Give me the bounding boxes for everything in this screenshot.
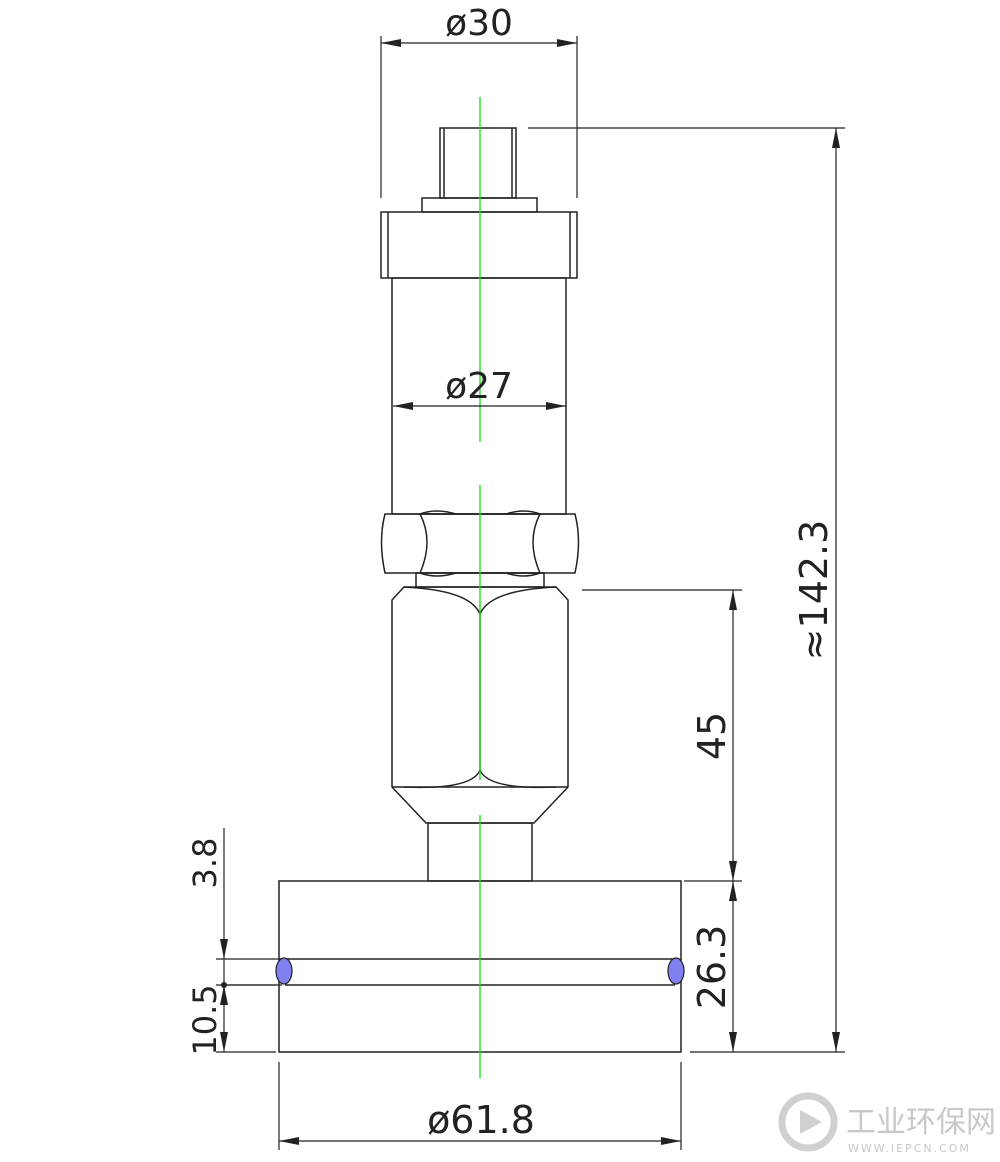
groove-dim-dot (221, 982, 227, 988)
dim-groove-bottom: 10.5 (186, 984, 224, 1055)
dim-base-height: 26.3 (690, 925, 734, 1010)
dim-top-diameter: ø30 (445, 3, 513, 44)
cap (380, 211, 578, 279)
connector-pin (439, 127, 517, 199)
dim-body-diameter: ø27 (445, 366, 513, 407)
oring-section (275, 957, 685, 985)
dim-groove-top: 3.8 (186, 838, 224, 889)
dimension-lines (216, 36, 845, 1150)
watermark: 工业环保网 WWW.IEPCN.COM (778, 1092, 996, 1155)
watermark-brand: 工业环保网 (846, 1105, 996, 1140)
dim-base-diameter: ø61.8 (427, 1098, 535, 1142)
oring-right (667, 957, 685, 985)
dim-overall-height: ≈142.3 (792, 520, 836, 661)
watermark-logo-icon (778, 1092, 838, 1152)
watermark-url: WWW.IEPCN.COM (848, 1142, 971, 1155)
dim-hex-to-base: 45 (690, 712, 734, 760)
oring-left (275, 957, 293, 985)
